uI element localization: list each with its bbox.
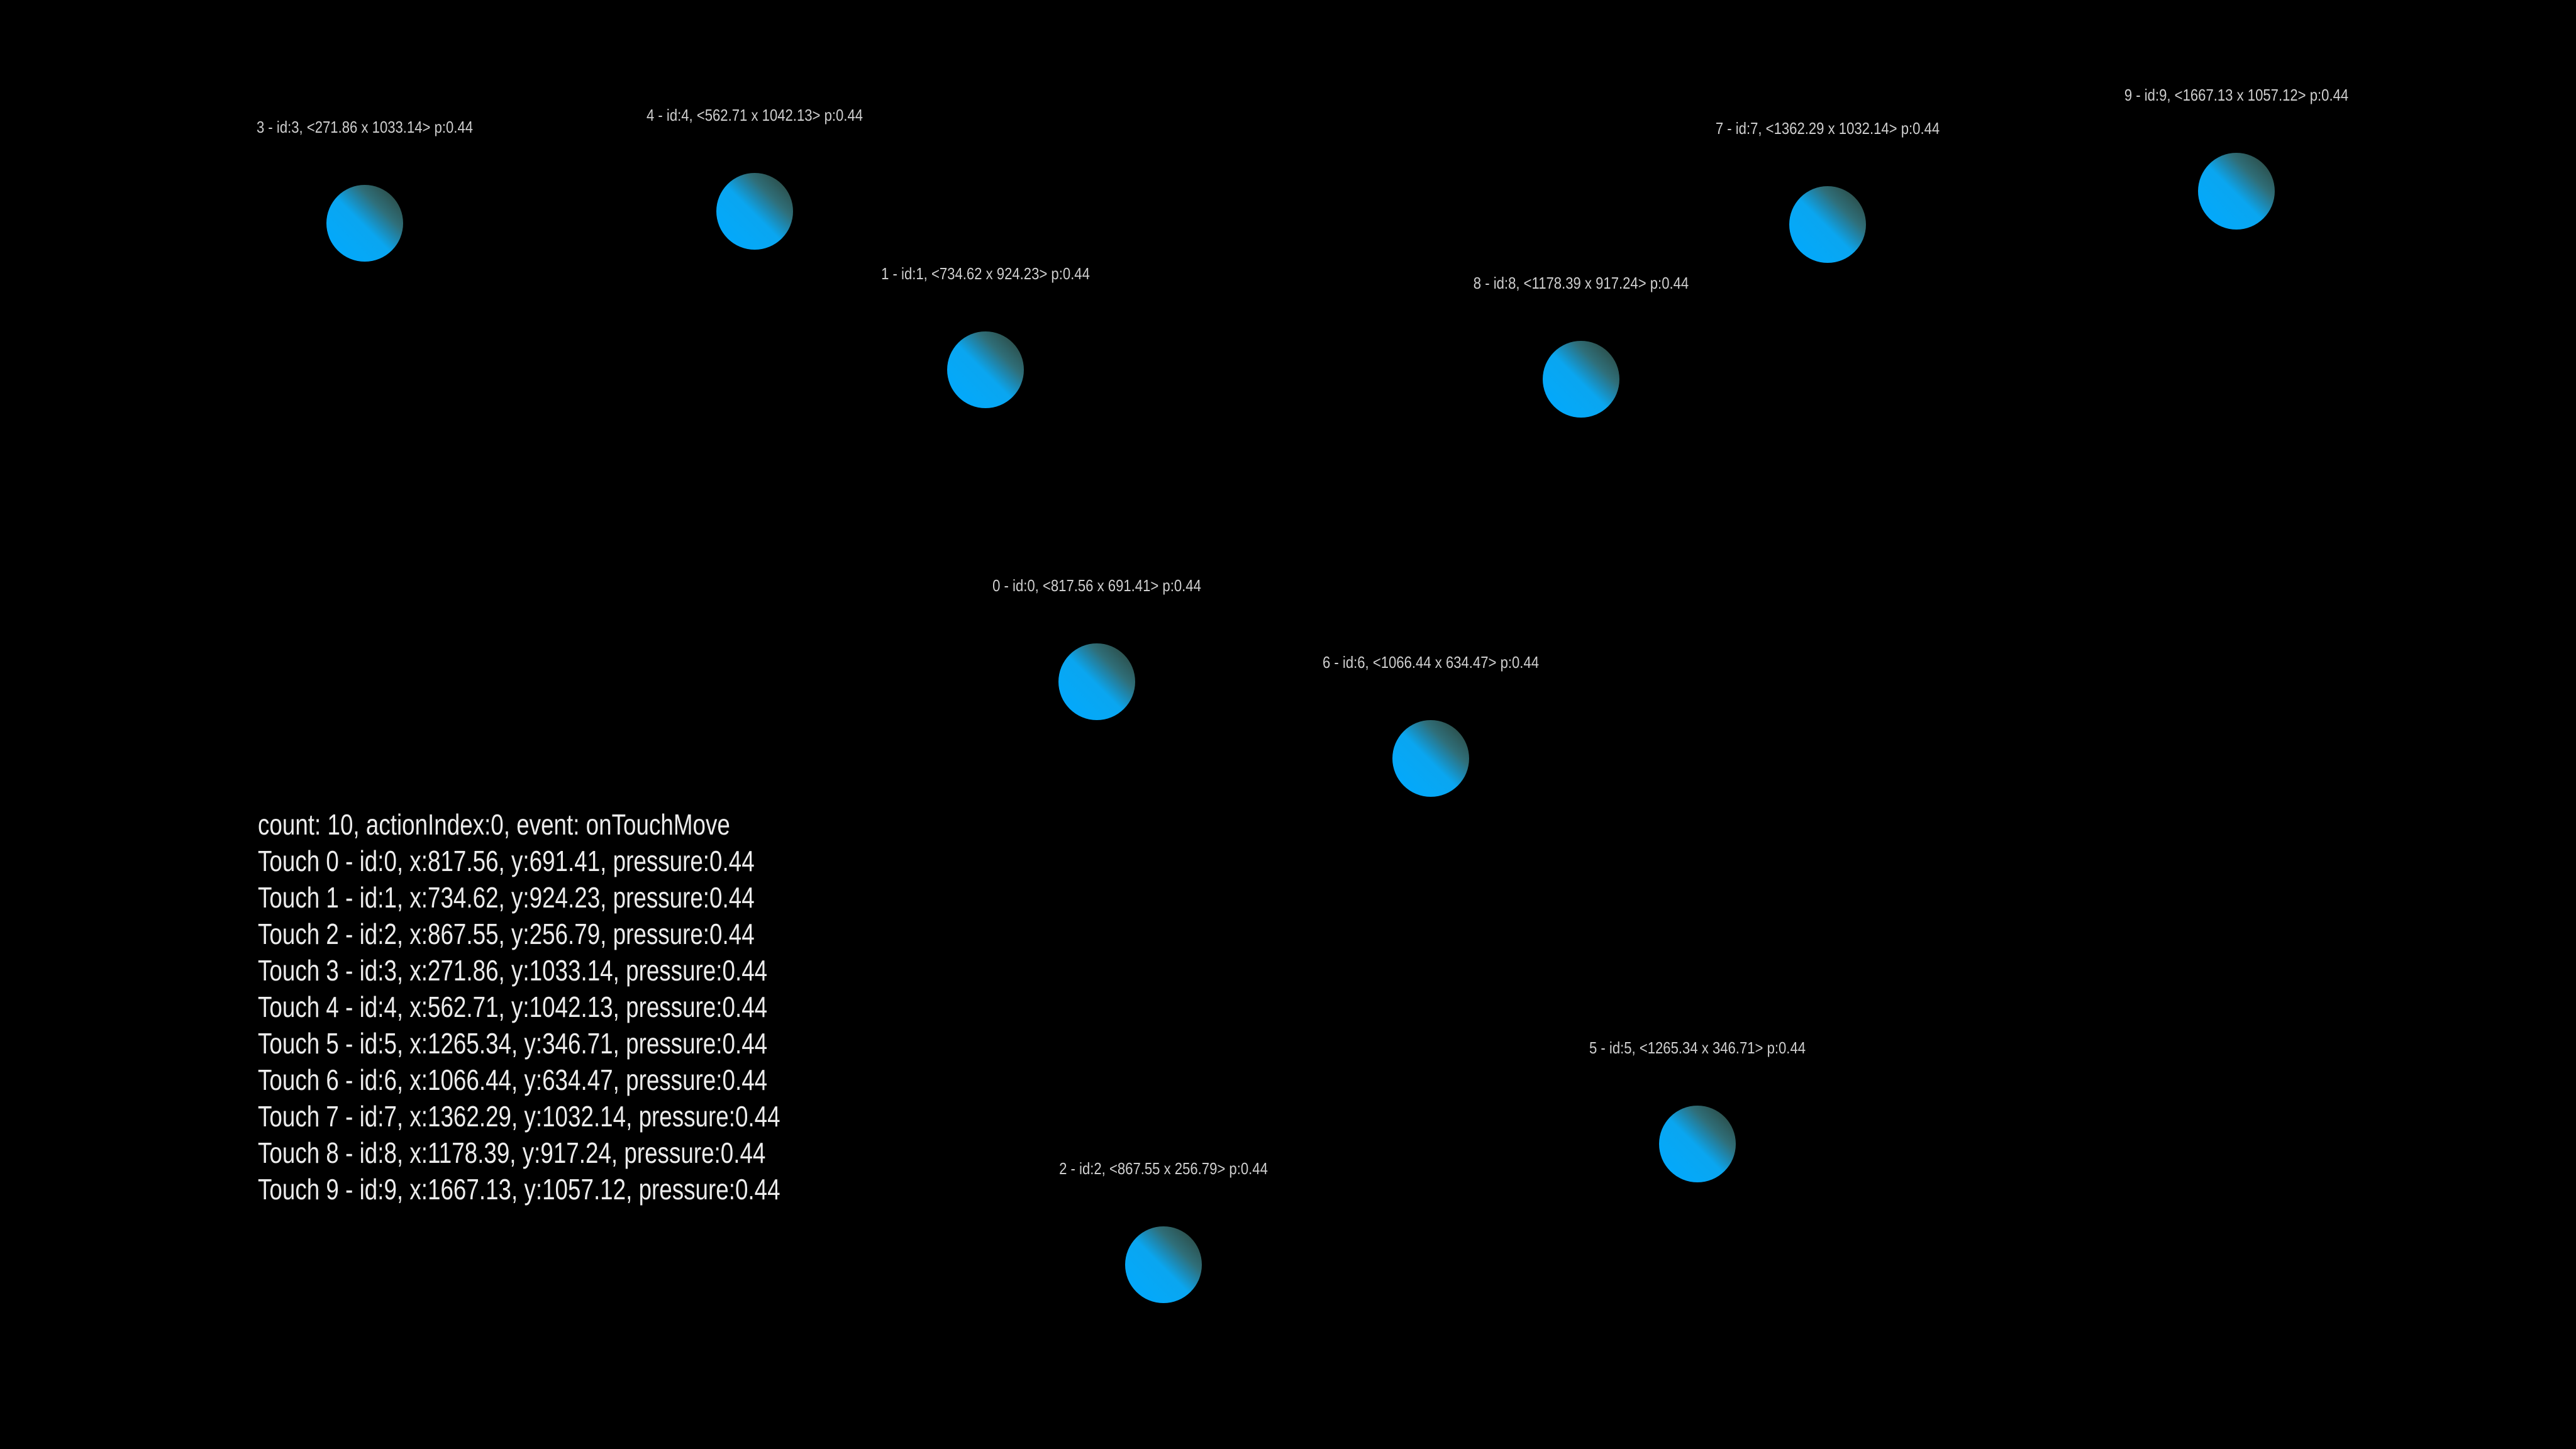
touch-line: Touch 4 - id:4, x:562.71, y:1042.13, pre… xyxy=(258,991,768,1023)
touch-point-label: 1 - id:1, <734.62 x 924.23> p:0.44 xyxy=(881,264,1090,283)
touch-line: Touch 7 - id:7, x:1362.29, y:1032.14, pr… xyxy=(258,1100,780,1133)
touch-point-label: 3 - id:3, <271.86 x 1033.14> p:0.44 xyxy=(256,118,473,137)
touch-circle-icon xyxy=(2197,153,2275,230)
touch-line: Touch 2 - id:2, x:867.55, y:256.79, pres… xyxy=(258,918,755,950)
touch-circle-icon xyxy=(1658,1106,1736,1183)
touch-circle-icon xyxy=(1542,340,1619,418)
touch-line: Touch 5 - id:5, x:1265.34, y:346.71, pre… xyxy=(258,1027,768,1060)
touch-circle-icon xyxy=(326,185,403,262)
touch-line: Touch 6 - id:6, x:1066.44, y:634.47, pre… xyxy=(258,1063,768,1096)
touch-circle-icon xyxy=(947,331,1024,408)
touch-point-label: 5 - id:5, <1265.34 x 346.71> p:0.44 xyxy=(1589,1038,1806,1058)
touch-line: Touch 9 - id:9, x:1667.13, y:1057.12, pr… xyxy=(258,1173,780,1206)
touch-point-label: 9 - id:9, <1667.13 x 1057.12> p:0.44 xyxy=(2124,86,2349,105)
touch-circle-icon xyxy=(1125,1226,1202,1304)
touch-info-panel: count: 10, actionIndex:0, event: onTouch… xyxy=(258,806,780,1208)
touch-line: Touch 3 - id:3, x:271.86, y:1033.14, pre… xyxy=(258,954,768,987)
touch-circle-icon xyxy=(716,173,794,250)
touch-line: Touch 1 - id:1, x:734.62, y:924.23, pres… xyxy=(258,881,755,914)
touch-line: Touch 0 - id:0, x:817.56, y:691.41, pres… xyxy=(258,845,755,877)
touch-point-label: 4 - id:4, <562.71 x 1042.13> p:0.44 xyxy=(647,106,863,125)
touch-circle-icon xyxy=(1392,719,1469,797)
touch-line: Touch 8 - id:8, x:1178.39, y:917.24, pre… xyxy=(258,1136,766,1169)
touch-point-label: 6 - id:6, <1066.44 x 634.47> p:0.44 xyxy=(1322,652,1539,672)
touch-point-label: 8 - id:8, <1178.39 x 917.24> p:0.44 xyxy=(1473,273,1689,292)
touch-circle-icon xyxy=(1789,186,1866,264)
touch-point-label: 0 - id:0, <817.56 x 691.41> p:0.44 xyxy=(992,576,1201,596)
touch-point-label: 2 - id:2, <867.55 x 256.79> p:0.44 xyxy=(1059,1159,1269,1179)
touch-point-label: 7 - id:7, <1362.29 x 1032.14> p:0.44 xyxy=(1715,119,1940,138)
status-line: count: 10, actionIndex:0, event: onTouch… xyxy=(258,808,730,841)
touch-circle-icon xyxy=(1058,643,1135,721)
